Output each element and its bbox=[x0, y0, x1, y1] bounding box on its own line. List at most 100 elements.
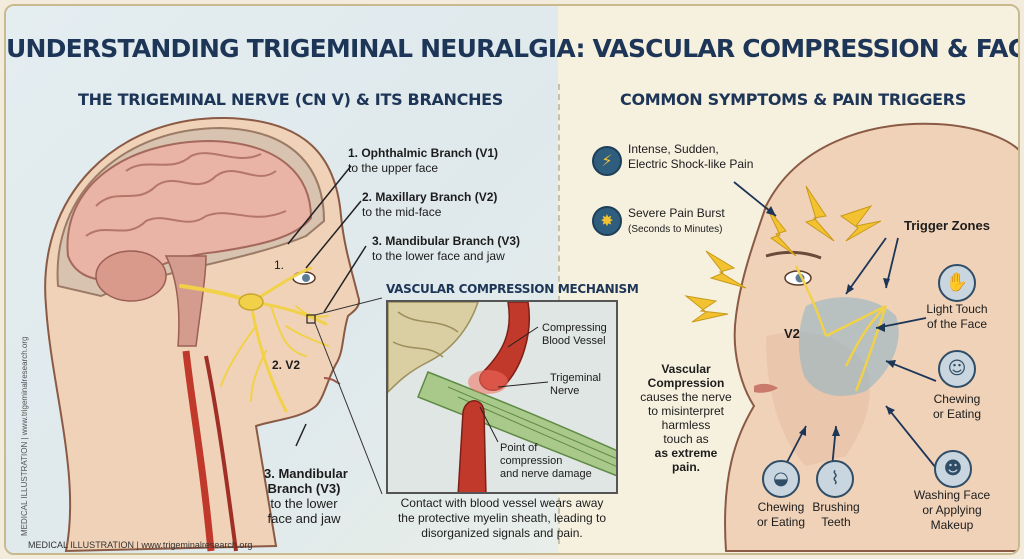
lightning-bolts bbox=[684, 185, 882, 323]
brain-stem bbox=[164, 255, 207, 347]
washing-face-icon: ☻ bbox=[934, 450, 972, 488]
trigeminal-ganglion bbox=[238, 293, 264, 311]
trigger-zones-text: Trigger Zones bbox=[904, 218, 990, 233]
trigger-zones-label: Trigger Zones bbox=[904, 218, 990, 233]
marker-v2-text: 2. V2 bbox=[272, 358, 301, 372]
washing-line2: or Applying bbox=[922, 503, 982, 517]
left-leader-lines bbox=[287, 165, 367, 447]
inset-nerve-label: Trigeminal Nerve bbox=[550, 372, 601, 398]
vascular-explanation: Vascular Compression causes the nerve to… bbox=[628, 362, 744, 474]
inset-caption-line3: disorganized signals and pain. bbox=[421, 526, 583, 540]
marker-1-label: 1. bbox=[274, 258, 285, 272]
jugular-vessel bbox=[204, 355, 238, 552]
inset-compression-diagram: Compressing Blood Vessel Trigeminal Nerv… bbox=[386, 300, 618, 494]
inset-vessel-line2: Blood Vessel bbox=[542, 335, 606, 347]
branch-v1-name: 1. Ophthalmic Branch (V1) bbox=[348, 146, 499, 160]
trigger-light-touch-label: Light Touch of the Face bbox=[920, 302, 994, 332]
brain-folds bbox=[85, 152, 287, 237]
chewing-bottom-line2: or Eating bbox=[756, 515, 806, 529]
vascular-line7: as extreme bbox=[654, 446, 718, 460]
vascular-line2: Compression bbox=[647, 376, 725, 390]
vertical-credit-text: MEDICAL ILLUSTRATION | www.trigeminalres… bbox=[20, 336, 29, 536]
face-v2-label: V2 bbox=[784, 326, 800, 341]
inset-brain-tissue bbox=[388, 302, 479, 394]
v3-desc-line2: face and jaw bbox=[267, 511, 341, 526]
main-title: UNDERSTANDING TRIGEMINAL NEURALGIA: VASC… bbox=[6, 34, 1018, 63]
washing-line1: Washing Face bbox=[913, 488, 991, 502]
inset-point-line3: and nerve damage bbox=[500, 468, 592, 480]
vascular-line5: harmless bbox=[661, 418, 711, 432]
right-section-heading: COMMON SYMPTOMS & PAIN TRIGGERS bbox=[620, 90, 967, 109]
symptom-burst-line1: Severe Pain Burst bbox=[628, 206, 725, 220]
washing-line3: Makeup bbox=[930, 518, 974, 532]
carotid-artery bbox=[182, 350, 215, 552]
right-face-illustration bbox=[684, 122, 1018, 552]
symptom-shock-line2: Electric Shock-like Pain bbox=[628, 157, 754, 171]
inset-vessel-label: Compressing Blood Vessel bbox=[542, 322, 607, 348]
v3-bottom-label: 3. Mandibular Branch (V3) to the lower f… bbox=[264, 466, 348, 526]
inset-connector bbox=[314, 297, 383, 495]
branch-v2-desc: to the mid-face bbox=[362, 205, 442, 219]
inset-caption-line2: the protective myelin sheath, leading to bbox=[397, 511, 607, 525]
branch-v3-name: 3. Mandibular Branch (V3) bbox=[372, 234, 521, 248]
inset-vessel-line1: Compressing bbox=[542, 322, 607, 334]
symptom-burst-label: Severe Pain Burst (Seconds to Minutes) bbox=[628, 206, 725, 237]
hand-touch-icon: ✋ bbox=[938, 264, 976, 302]
face-lips bbox=[754, 383, 778, 393]
face-eyebrow bbox=[765, 250, 822, 260]
marker-v2-label: 2. V2 bbox=[272, 358, 300, 373]
inset-point-line2: compression bbox=[500, 455, 563, 467]
light-touch-line1: Light Touch bbox=[926, 302, 988, 316]
face-nerve-lines bbox=[794, 265, 888, 392]
inset-caption-line1: Contact with blood vessel wears away bbox=[400, 496, 604, 510]
branch-v2-name: 2. Maxillary Branch (V2) bbox=[362, 190, 498, 204]
burst-icon: ✸ bbox=[592, 206, 622, 236]
arrow-heads bbox=[766, 206, 896, 436]
chewing-bottom-line1: Chewing bbox=[757, 500, 805, 514]
inset-nerve-line1: Trigeminal bbox=[550, 372, 601, 384]
toothbrush-icon: ⌇ bbox=[816, 460, 854, 498]
brushing-line2: Teeth bbox=[821, 515, 851, 529]
v3-title-line1: 3. Mandibular bbox=[264, 466, 348, 481]
branch-v3-label: 3. Mandibular Branch (V3) to the lower f… bbox=[372, 234, 520, 264]
vascular-line4: to misinterpret bbox=[647, 404, 725, 418]
left-section-heading: THE TRIGEMINAL NERVE (CN V) & ITS BRANCH… bbox=[78, 90, 504, 109]
brushing-line1: Brushing bbox=[812, 500, 860, 514]
trigger-brushing-label: Brushing Teeth bbox=[806, 500, 866, 530]
inset-illustration bbox=[388, 302, 616, 492]
vascular-line6: touch as bbox=[663, 432, 709, 446]
cerebellum bbox=[95, 250, 167, 302]
trigger-washing-label: Washing Face or Applying Makeup bbox=[902, 488, 1002, 533]
bowl-icon: ◒ bbox=[762, 460, 800, 498]
chewing-face-icon: ☺ bbox=[938, 350, 976, 388]
inset-vessel-bottom bbox=[457, 400, 487, 492]
trigger-chewing-bottom-label: Chewing or Eating bbox=[746, 500, 816, 530]
trigger-chewing-right-label: Chewing or Eating bbox=[924, 392, 990, 422]
branch-v1-desc: to the upper face bbox=[348, 161, 439, 175]
symptom-shock-label: Intense, Sudden, Electric Shock-like Pai… bbox=[628, 142, 753, 172]
footer-credit: MEDICAL ILLUSTRATION | www.trigeminalres… bbox=[28, 540, 253, 550]
symptom-burst-line2: (Seconds to Minutes) bbox=[628, 224, 723, 235]
inset-title: VASCULAR COMPRESSION MECHANISM bbox=[386, 282, 639, 296]
light-touch-line2: of the Face bbox=[926, 317, 988, 331]
vascular-line8: pain. bbox=[671, 460, 700, 474]
v3-desc-line1: to the lower bbox=[270, 496, 338, 511]
lightning-icon: ⚡ bbox=[592, 146, 622, 176]
inset-point-line1: Point of bbox=[500, 442, 538, 454]
branch-v2-label: 2. Maxillary Branch (V2) to the mid-face bbox=[362, 190, 497, 220]
symptom-shock-line1: Intense, Sudden, bbox=[628, 142, 719, 156]
vertical-credit: MEDICAL ILLUSTRATION | www.trigeminalres… bbox=[20, 337, 34, 536]
illustration-layer bbox=[44, 116, 1018, 553]
compression-glow bbox=[468, 370, 508, 394]
face-v2-text: V2 bbox=[784, 326, 800, 341]
vascular-line1: Vascular bbox=[661, 362, 711, 376]
branch-v1-label: 1. Ophthalmic Branch (V1) to the upper f… bbox=[348, 146, 498, 176]
inset-nerve-line2: Nerve bbox=[550, 385, 580, 397]
v3-title-line2: Branch (V3) bbox=[267, 481, 341, 496]
branch-v3-desc: to the lower face and jaw bbox=[372, 249, 505, 263]
chewing-right-line2: or Eating bbox=[932, 407, 982, 421]
trigger-zone-patch bbox=[798, 297, 899, 396]
left-head-illustration bbox=[44, 116, 383, 553]
infographic-frame: UNDERSTANDING TRIGEMINAL NEURALGIA: VASC… bbox=[4, 4, 1020, 555]
vascular-line3: causes the nerve bbox=[640, 390, 732, 404]
